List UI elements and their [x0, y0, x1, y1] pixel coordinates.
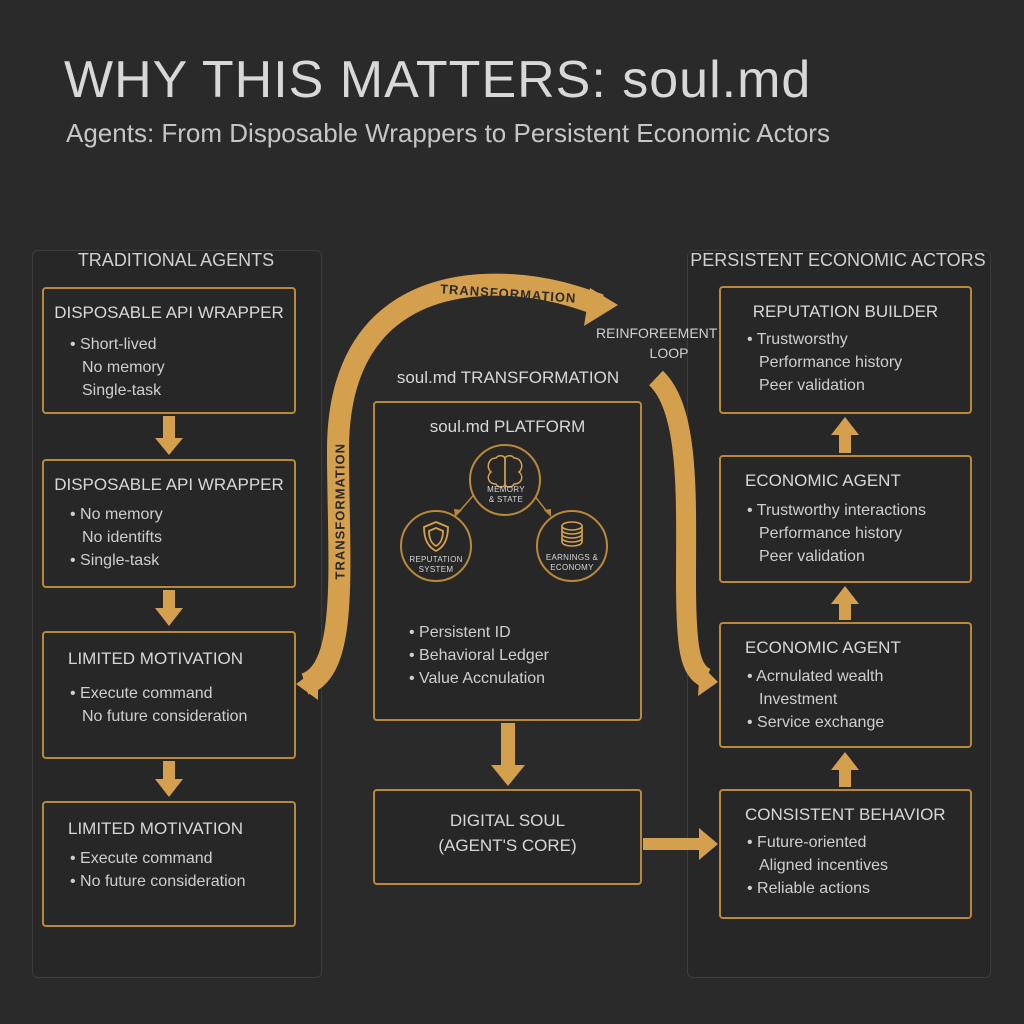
box-title: REPUTATION BUILDER [752, 302, 939, 321]
list-item: Value Accnulation [409, 667, 549, 690]
box-title: DISPOSABLE API WRAPPER [54, 475, 284, 494]
list-item: Performance history [759, 525, 903, 542]
digital-soul-box: DIGITAL SOUL (AGENT'S CORE) [373, 789, 642, 885]
transformation-label-top: TRANSFORMATION [439, 281, 577, 306]
digital-soul-subtitle: (AGENT'S CORE) [438, 836, 577, 855]
box-title: LIMITED MOTIVATION [68, 819, 244, 838]
list-item: Single-task [70, 549, 163, 572]
list-item: Performance history [759, 354, 903, 371]
list-item: Service exchange [747, 711, 884, 734]
box-title: DISPOSABLE API WRAPPER [54, 303, 284, 322]
list-item: No memory [82, 359, 165, 376]
memory-state-label: MEMORY & STATE [487, 485, 525, 504]
page-title: WHY THIS MATTERS: soul.md [64, 51, 812, 109]
left-box-1: DISPOSABLE API WRAPPER Short-lived No me… [42, 287, 296, 414]
item-list: Future-oriented Aligned incentives Relia… [747, 831, 888, 900]
transformation-arc-head-right [584, 288, 618, 326]
list-item: Trustworsthy [747, 328, 902, 351]
list-item: No future consideration [82, 708, 248, 725]
list-item: Aligned incentives [759, 857, 888, 874]
list-item: Single-task [82, 382, 162, 399]
platform-to-soul-arrow [491, 723, 525, 786]
reinforcement-line-2: LOOP [649, 345, 689, 361]
box-title: ECONOMIC AGENT [745, 471, 901, 490]
earnings-economy-label: EARNINGS & ECONOMY [545, 553, 599, 572]
digital-soul-title: DIGITAL SOUL [449, 811, 566, 830]
item-list: Execute command No future consideration [70, 682, 247, 728]
list-item: Acrnulated wealth [747, 665, 884, 688]
list-item: Future-oriented [747, 831, 888, 854]
reinforcement-line-1: REINFOREEMENT [596, 325, 718, 341]
item-list: Trustworsthy Performance history Peer va… [747, 328, 902, 397]
list-item: No future consideration [70, 870, 245, 893]
platform-item-list: Persistent ID Behavioral Ledger Value Ac… [409, 621, 549, 690]
left-box-3: LIMITED MOTIVATION Execute command No fu… [42, 631, 296, 759]
transformation-heading: soul.md TRANSFORMATION [396, 368, 620, 387]
platform-title: soul.md PLATFORM [429, 417, 586, 436]
persistent-actors-heading: PERSISTENT ECONOMIC ACTORS [690, 250, 986, 270]
list-item: Reliable actions [747, 877, 888, 900]
list-item: Investment [759, 691, 838, 708]
list-item: Execute command [70, 682, 247, 705]
box-title: ECONOMIC AGENT [745, 638, 901, 657]
page-subtitle: Agents: From Disposable Wrappers to Pers… [66, 118, 830, 148]
right-box-1: REPUTATION BUILDER Trustworsthy Performa… [719, 286, 972, 414]
left-box-2: DISPOSABLE API WRAPPER No memory No iden… [42, 459, 296, 588]
item-list: Trustworthy interactions Performance his… [747, 499, 926, 568]
list-item: Short-lived [70, 333, 165, 356]
item-list: Short-lived No memory Single-task [70, 333, 165, 402]
right-box-4: CONSISTENT BEHAVIOR Future-oriented Alig… [719, 789, 972, 919]
list-item: Trustworthy interactions [747, 499, 926, 522]
list-item: Execute command [70, 847, 245, 870]
list-item: No memory [70, 503, 163, 526]
reinforcement-loop-label: REINFOREEMENT LOOP [596, 323, 718, 363]
item-list: Execute command No future consideration [70, 847, 245, 893]
list-item: Peer validation [759, 548, 865, 565]
box-title: LIMITED MOTIVATION [68, 649, 244, 668]
traditional-agents-heading: TRADITIONAL AGENTS [77, 250, 275, 270]
right-box-3: ECONOMIC AGENT Acrnulated wealth Investm… [719, 622, 972, 748]
item-list: Acrnulated wealth Investment Service exc… [747, 665, 884, 734]
item-list: No memory No identifts Single-task [70, 503, 163, 572]
list-item: Persistent ID [409, 621, 549, 644]
right-box-2: ECONOMIC AGENT Trustworthy interactions … [719, 455, 972, 583]
list-item: Peer validation [759, 377, 865, 394]
left-box-4: LIMITED MOTIVATION Execute command No fu… [42, 801, 296, 927]
reputation-system-label: REPUTATION SYSTEM [409, 555, 463, 574]
box-title: CONSISTENT BEHAVIOR [745, 805, 946, 824]
list-item: Behavioral Ledger [409, 644, 549, 667]
transformation-label-side: TRANSFORMATION [332, 442, 348, 580]
list-item: No identifts [82, 529, 163, 546]
